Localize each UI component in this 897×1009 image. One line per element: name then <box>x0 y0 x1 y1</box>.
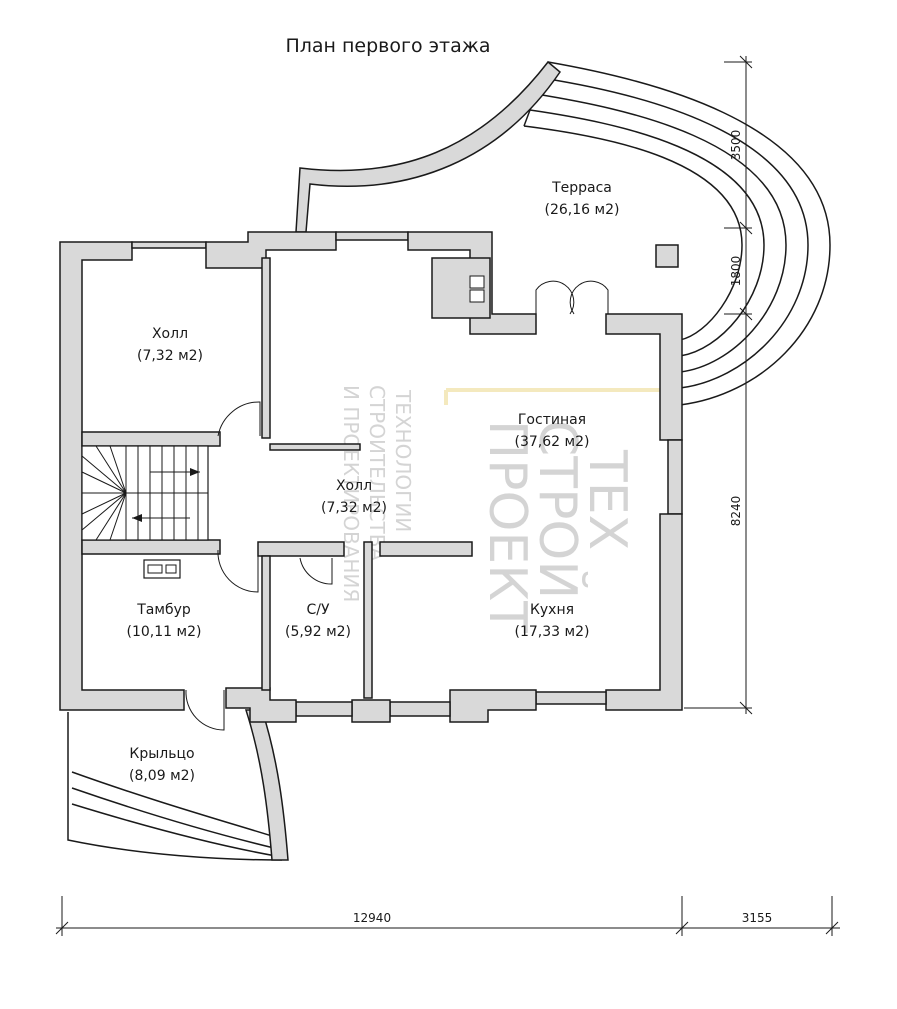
porch-steps <box>67 709 289 861</box>
watermark-tagline-line-1: ТЕХНОЛОГИИ <box>391 389 415 532</box>
terrace-column <box>655 244 679 268</box>
dimension-right: 3500 1800 8240 <box>684 55 753 715</box>
room-kitchen-name: Кухня <box>530 602 574 618</box>
room-hall-2-area: (7,32 м2) <box>321 500 387 516</box>
watermark-logo-line-3: ПРОЕКТ <box>477 420 537 633</box>
watermark-tagline-line-2: СТРОИТЕЛЬСТВА <box>365 385 389 561</box>
room-hall-1-area: (7,32 м2) <box>137 348 203 364</box>
watermark-logo-line-2: СТРОЙ <box>527 420 588 599</box>
dimension-8240: 8240 <box>729 496 743 527</box>
exterior-walls <box>59 231 683 723</box>
dimension-bottom: 12940 3155 <box>55 896 840 936</box>
porch-curved-wall <box>244 709 289 861</box>
room-vestibule-area: (10,11 м2) <box>127 624 202 640</box>
plan-title: План первого этажа <box>285 35 490 57</box>
dimension-3155: 3155 <box>742 911 773 925</box>
room-kitchen-area: (17,33 м2) <box>515 624 590 640</box>
room-vestibule-name: Тамбур <box>136 602 191 618</box>
room-hall-2-name: Холл <box>336 478 372 494</box>
room-terrace-area: (26,16 м2) <box>545 202 620 218</box>
room-bathroom-name: С/У <box>306 602 329 618</box>
room-living-area: (37,62 м2) <box>515 434 590 450</box>
fireplace <box>431 257 491 319</box>
watermark-tagline-line-3: И ПРОЕКТИРОВАНИЯ <box>339 385 363 602</box>
room-hall-1-name: Холл <box>152 326 188 342</box>
staircase <box>81 445 209 541</box>
room-bathroom-area: (5,92 м2) <box>285 624 351 640</box>
room-living-name: Гостиная <box>518 412 586 428</box>
room-porch-area: (8,09 м2) <box>129 768 195 784</box>
dimension-3500: 3500 <box>729 130 743 161</box>
room-terrace-name: Терраса <box>551 180 612 196</box>
watermark-logo-line-1: ТЕХ <box>577 449 637 550</box>
dimension-12940: 12940 <box>353 911 391 925</box>
watermark: ТЕХ СТРОЙ ПРОЕКТ ТЕХНОЛОГИИ СТРОИТЕЛЬСТВ… <box>339 385 674 633</box>
room-labels: Терраса (26,16 м2) Холл (7,32 м2) Гостин… <box>127 180 620 784</box>
room-porch-name: Крыльцо <box>129 746 194 762</box>
dimension-1800: 1800 <box>729 256 743 287</box>
interior-walls <box>81 257 473 699</box>
doors <box>185 401 333 731</box>
